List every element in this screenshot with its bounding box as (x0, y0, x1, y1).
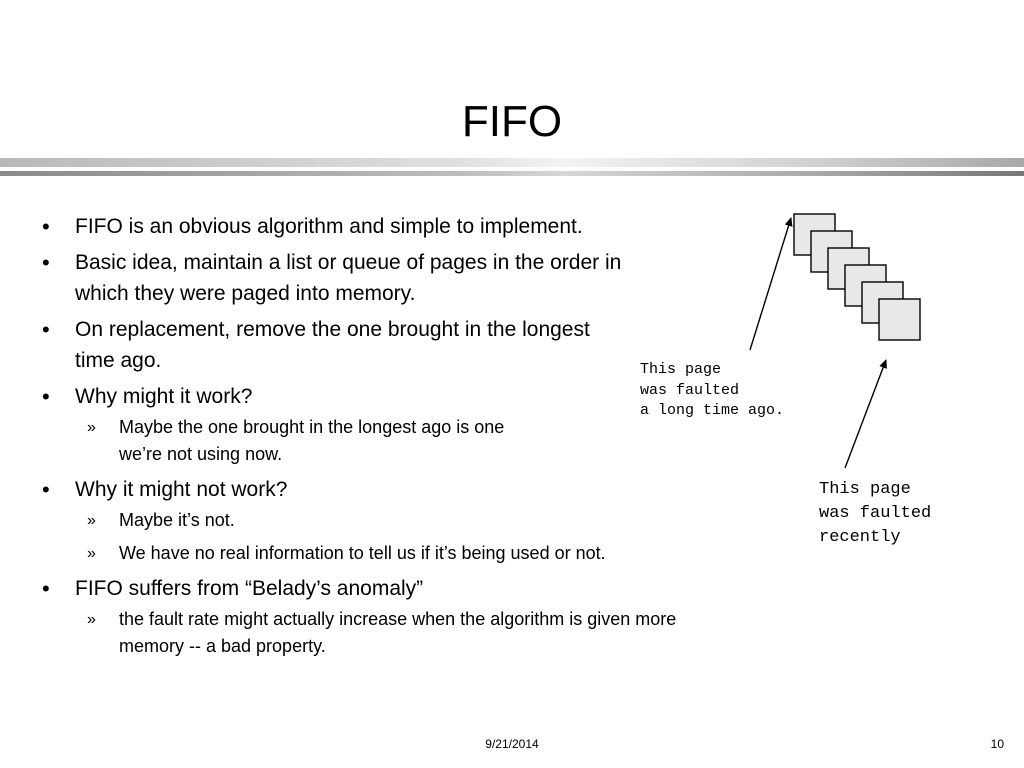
bullet-text: Why it might not work? (75, 478, 288, 501)
bullet-item: • Why it might not work? » Maybe it’s no… (40, 474, 700, 567)
sub-item: » Maybe the one brought in the longest a… (75, 414, 700, 468)
sub-item: » the fault rate might actually increase… (75, 606, 700, 660)
sub-list: » Maybe the one brought in the longest a… (75, 414, 700, 468)
sub-item: » We have no real information to tell us… (75, 540, 700, 567)
divider-line (0, 171, 1024, 176)
sub-text: Maybe the one brought in the longest ago… (119, 417, 505, 464)
bullet-item: • Basic idea, maintain a list or queue o… (40, 247, 700, 309)
bullet-dot-icon: • (42, 214, 50, 239)
bullet-item: • FIFO is an obvious algorithm and simpl… (40, 211, 700, 242)
bullet-text: FIFO is an obvious algorithm and simple … (75, 215, 583, 238)
bullet-dot-icon: • (42, 384, 50, 409)
footer-date: 9/21/2014 (485, 737, 539, 751)
label-newest-page: This page was faulted recently (819, 480, 932, 547)
arrow-to-newest-page (844, 359, 887, 469)
page-stack (793, 213, 921, 341)
sub-bullet-icon: » (87, 512, 96, 529)
bullet-text: Basic idea, maintain a list or queue of … (75, 251, 622, 305)
sub-bullet-icon: » (87, 545, 96, 562)
sub-text: the fault rate might actually increase w… (119, 609, 677, 656)
bullet-dot-icon: • (42, 576, 50, 601)
bullet-item: • On replacement, remove the one brought… (40, 314, 700, 376)
bullet-item: • FIFO suffers from “Belady’s anomaly” »… (40, 573, 700, 660)
bullet-dot-icon: • (42, 317, 50, 342)
bullet-text: On replacement, remove the one brought i… (75, 318, 590, 372)
sub-list: » Maybe it’s not. » We have no real info… (75, 507, 700, 567)
sub-text: Maybe it’s not. (119, 510, 235, 530)
sub-list: » the fault rate might actually increase… (75, 606, 700, 660)
label-oldest-page: This page was faulted a long time ago. (640, 361, 785, 419)
bullet-dot-icon: • (42, 477, 50, 502)
bullet-list: • FIFO is an obvious algorithm and simpl… (40, 211, 700, 666)
sub-bullet-icon: » (87, 419, 96, 436)
footer-page-number: 10 (990, 737, 1004, 751)
bullet-item: • Why might it work? » Maybe the one bro… (40, 381, 700, 468)
bullet-text: FIFO suffers from “Belady’s anomaly” (75, 577, 424, 600)
bullet-text: Why might it work? (75, 385, 253, 408)
page-box (878, 298, 921, 341)
sub-bullet-icon: » (87, 611, 96, 628)
slide-title: FIFO (461, 97, 563, 146)
title-divider (0, 158, 1024, 178)
arrow-to-oldest-page (749, 217, 793, 351)
divider-band (0, 158, 1024, 167)
sub-text: We have no real information to tell us i… (119, 543, 606, 563)
sub-item: » Maybe it’s not. (75, 507, 700, 534)
bullet-dot-icon: • (42, 250, 50, 275)
